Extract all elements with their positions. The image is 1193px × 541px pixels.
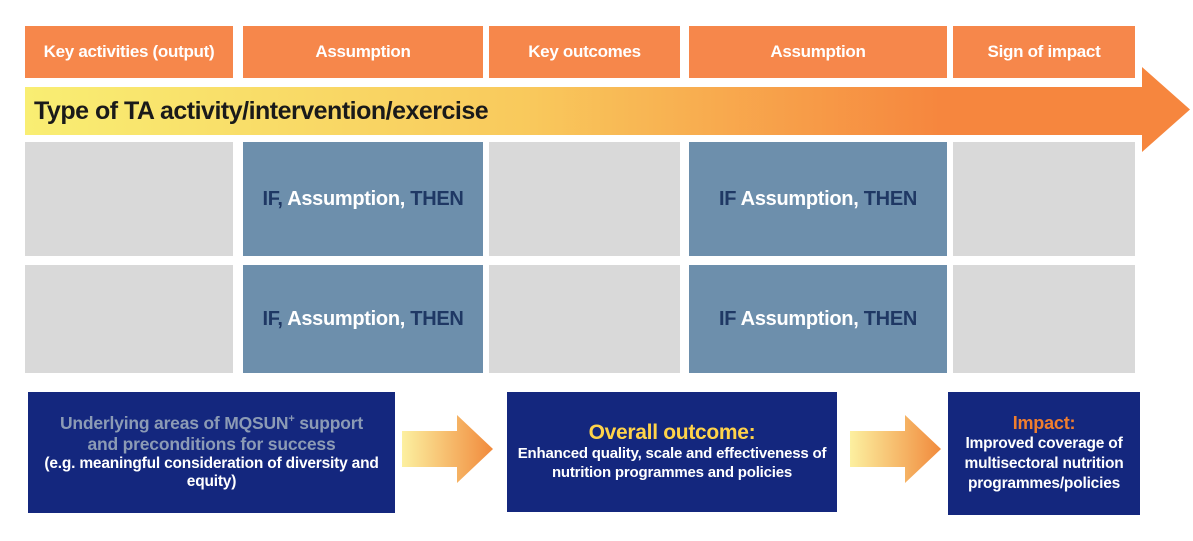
- if-then-statement: IF, Assumption, THEN: [262, 308, 463, 331]
- header-assumption-2: Assumption: [689, 26, 947, 78]
- header-sign-of-impact-label: Sign of impact: [987, 42, 1101, 61]
- if-then-statement: IF Assumption, THEN: [719, 188, 917, 211]
- support-box-heading: Underlying areas of MQSUN+ support and p…: [56, 413, 368, 454]
- matrix-row2-assumption1-box: IF, Assumption, THEN: [243, 265, 483, 373]
- overall-outcome-box: Overall outcome: Enhanced quality, scale…: [507, 392, 837, 512]
- banner-arrowhead-icon: [1142, 67, 1190, 152]
- header-key-outcomes-label: Key outcomes: [528, 42, 641, 61]
- header-sign-of-impact: Sign of impact: [953, 26, 1135, 78]
- matrix-row2-outcomes-box: [489, 265, 680, 373]
- header-key-activities: Key activities (output): [25, 26, 233, 78]
- overall-outcome-heading: Overall outcome:: [588, 421, 756, 445]
- then-keyword: THEN: [863, 307, 918, 330]
- if-keyword: IF,: [262, 187, 283, 210]
- matrix-row1-impact-box: [953, 142, 1135, 256]
- ta-activity-banner-arrow: Type of TA activity/intervention/exercis…: [25, 67, 1190, 152]
- if-keyword: IF,: [262, 307, 283, 330]
- overall-outcome-body: Enhanced quality, scale and effectivenes…: [517, 445, 827, 481]
- support-preconditions-box: Underlying areas of MQSUN+ support and p…: [28, 392, 395, 513]
- then-keyword: THEN: [863, 187, 918, 210]
- then-keyword: THEN: [410, 187, 464, 210]
- matrix-row2-activities-box: [25, 265, 233, 373]
- support-heading-tail: support and preconditions for success: [87, 413, 364, 454]
- ta-activity-banner-body: Type of TA activity/intervention/exercis…: [25, 87, 1142, 135]
- flow-arrow-icon: [850, 415, 941, 483]
- matrix-row2-impact-box: [953, 265, 1135, 373]
- impact-box: Impact: Improved coverage of multisector…: [948, 392, 1140, 515]
- if-then-statement: IF Assumption, THEN: [719, 308, 917, 331]
- if-keyword: IF: [718, 187, 737, 210]
- matrix-row1-activities-box: [25, 142, 233, 256]
- matrix-row1-assumption2-box: IF Assumption, THEN: [689, 142, 947, 256]
- flow-arrow-icon: [402, 415, 493, 483]
- matrix-row2-assumption2-box: IF Assumption, THEN: [689, 265, 947, 373]
- impact-heading: Impact:: [1012, 412, 1076, 433]
- support-heading-main: Underlying areas of MQSUN: [59, 413, 289, 434]
- header-key-outcomes: Key outcomes: [489, 26, 680, 78]
- assumption-word: Assumption,: [740, 307, 859, 330]
- assumption-word: Assumption,: [740, 187, 859, 210]
- assumption-word: Assumption,: [287, 187, 406, 210]
- header-assumption-2-label: Assumption: [770, 42, 866, 61]
- matrix-row1-assumption1-box: IF, Assumption, THEN: [243, 142, 483, 256]
- matrix-row1-outcomes-box: [489, 142, 680, 256]
- then-keyword: THEN: [410, 307, 464, 330]
- support-box-subtext: (e.g. meaningful consideration of divers…: [44, 454, 379, 491]
- support-heading-superscript: +: [288, 413, 295, 426]
- if-then-statement: IF, Assumption, THEN: [262, 188, 463, 211]
- header-assumption-1: Assumption: [243, 26, 483, 78]
- impact-body: Improved coverage of multisectoral nutri…: [964, 434, 1124, 493]
- header-assumption-1-label: Assumption: [315, 42, 411, 61]
- if-keyword: IF: [718, 307, 737, 330]
- assumption-word: Assumption,: [287, 307, 406, 330]
- header-key-activities-label: Key activities (output): [43, 42, 215, 61]
- ta-activity-banner-label: Type of TA activity/intervention/exercis…: [34, 96, 489, 125]
